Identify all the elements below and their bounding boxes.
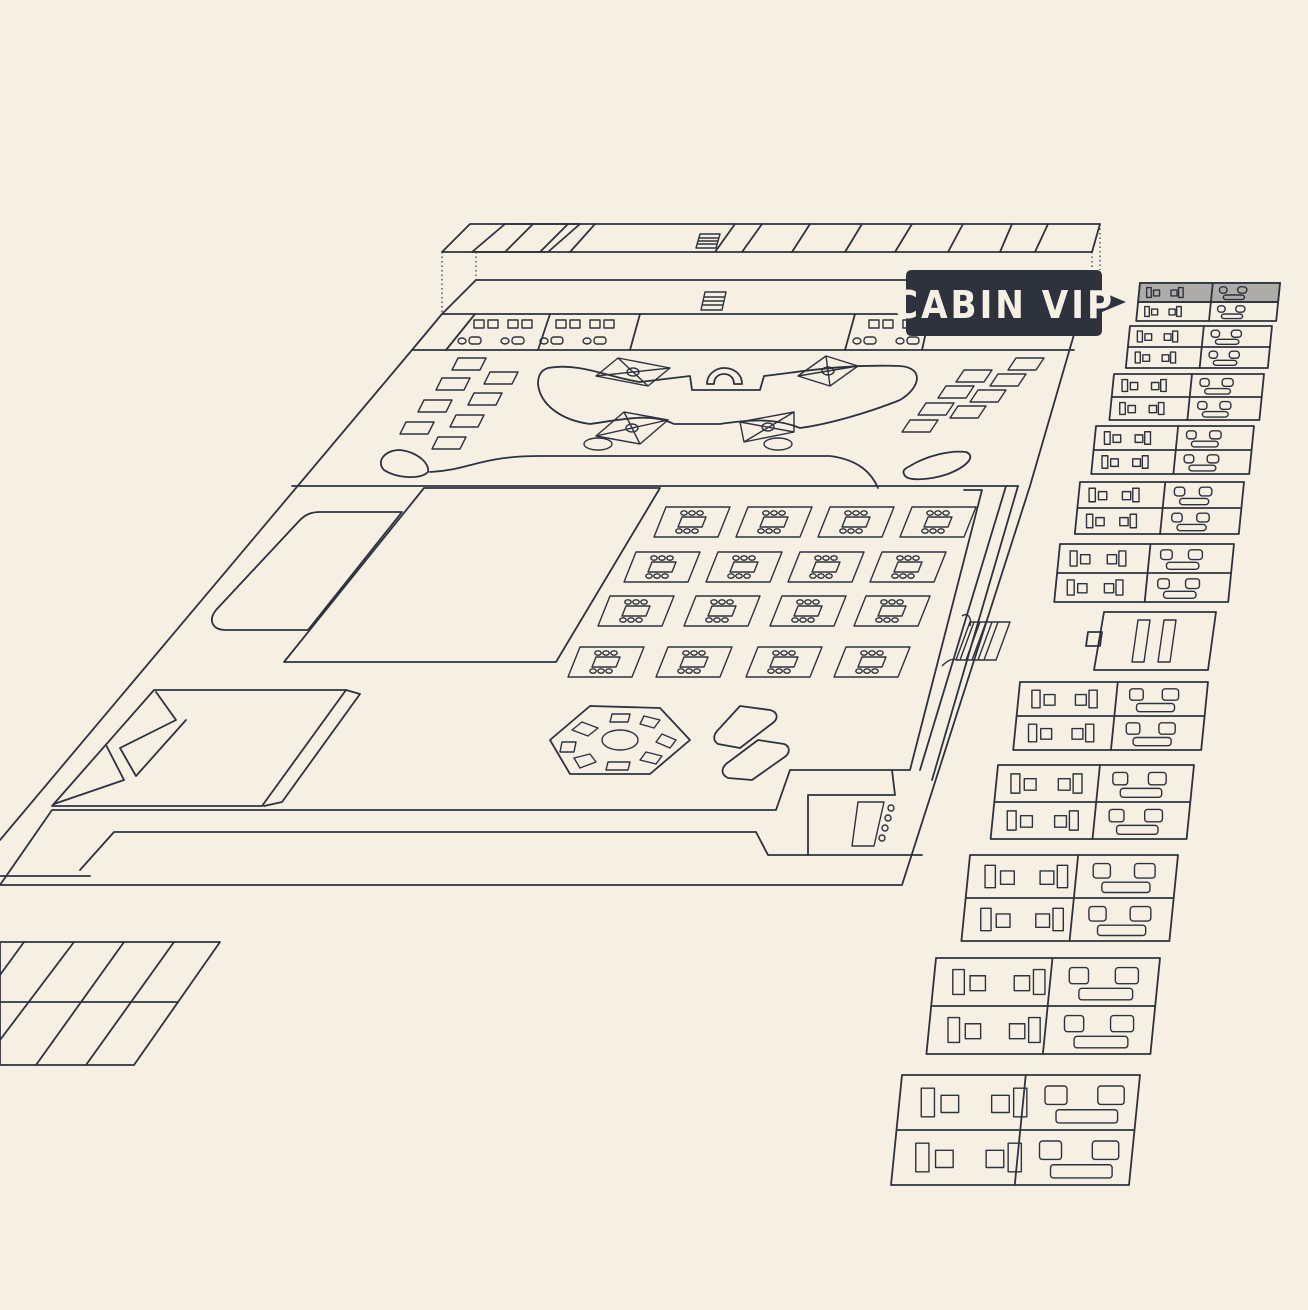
cabin-block-10[interactable] (925, 957, 1161, 1055)
cabin-block-5[interactable] (1073, 481, 1245, 535)
cabin-block-9[interactable] (960, 854, 1179, 942)
sun-deck-loungers (399, 357, 1045, 450)
dining-tables (567, 506, 977, 678)
lounge-booths (445, 313, 931, 351)
stairs-icon (941, 614, 1011, 667)
umbrella-table (595, 411, 669, 445)
umbrella-table (595, 357, 671, 387)
aft-deck (51, 689, 361, 807)
swimming-pool (211, 487, 661, 663)
pool-island (537, 355, 918, 451)
pool-deck-edge (379, 449, 972, 489)
starboard-walkway (0, 485, 1019, 886)
stairs-icon (700, 291, 727, 311)
bow-platform (0, 941, 221, 1066)
umbrella-table (739, 411, 795, 443)
cabin-block-8[interactable] (989, 764, 1195, 840)
cabin-blocks[interactable] (890, 282, 1281, 1186)
cabin-block-1[interactable] (1135, 282, 1281, 322)
cabin-block-2[interactable] (1124, 325, 1273, 369)
cabin-block-3[interactable] (1108, 373, 1265, 421)
hexagon-lounge (549, 705, 691, 775)
cabin-block-4[interactable] (1090, 425, 1255, 475)
kiosk (851, 801, 895, 847)
tooltip-label: CABIN VIP (893, 283, 1115, 327)
cabin-block-single[interactable] (1085, 611, 1217, 671)
cabin-block-6[interactable] (1053, 543, 1235, 603)
cabin-block-7[interactable] (1012, 681, 1209, 751)
cabin-vip-tooltip: CABIN VIP (893, 270, 1126, 336)
umbrella-table (797, 355, 859, 387)
upper-balcony-strip (441, 223, 1101, 253)
daybeds (713, 705, 790, 781)
cabin-block-11[interactable] (890, 1074, 1141, 1186)
stairs-icon (695, 233, 721, 249)
